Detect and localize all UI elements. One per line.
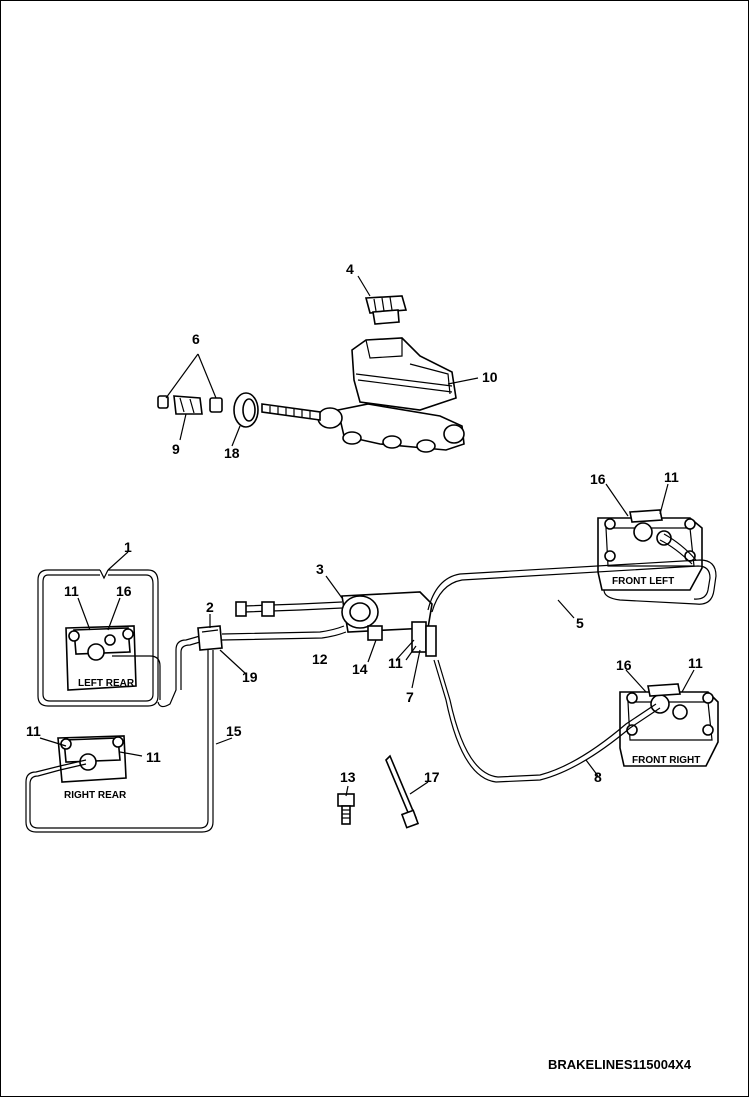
caliper-front-right bbox=[619, 683, 719, 767]
caliper-right-rear bbox=[57, 735, 127, 783]
tee-fitting bbox=[197, 625, 223, 651]
callout-8: 8 bbox=[594, 769, 602, 785]
caption-left-rear: LEFT REAR bbox=[78, 678, 135, 689]
callout-16-left-rear: 16 bbox=[116, 583, 132, 599]
master-cylinder bbox=[261, 295, 465, 453]
callout-6: 6 bbox=[192, 331, 200, 347]
clevis bbox=[157, 395, 223, 415]
callout-18: 18 bbox=[224, 445, 240, 461]
leader-lines bbox=[39, 275, 695, 797]
brake-line-1 bbox=[37, 569, 159, 707]
callout-11-right-rear: 11 bbox=[26, 723, 41, 739]
caption-right-rear: RIGHT REAR bbox=[64, 790, 127, 801]
callout-3: 3 bbox=[316, 561, 324, 577]
callout-1: 1 bbox=[124, 539, 132, 555]
caption-front-right: FRONT RIGHT bbox=[632, 755, 700, 766]
proportioning-valve bbox=[341, 591, 437, 657]
brake-line-5 bbox=[427, 559, 717, 611]
callout-11-front-left: 11 bbox=[664, 469, 679, 485]
callout-4: 4 bbox=[346, 261, 354, 277]
callout-11-mid: 11 bbox=[388, 655, 403, 671]
callout-2: 2 bbox=[206, 599, 214, 615]
brake-line-12 bbox=[221, 625, 345, 635]
callout-13: 13 bbox=[340, 769, 356, 785]
caliper-front-left bbox=[597, 509, 703, 591]
dust-boot bbox=[233, 392, 259, 428]
callout-11-front-right: 11 bbox=[688, 655, 703, 671]
callout-11-right-rear-2: 11 bbox=[146, 749, 161, 765]
callout-17: 17 bbox=[424, 769, 440, 785]
callout-11-left-rear: 11 bbox=[64, 583, 79, 599]
reservoir-cap bbox=[364, 295, 408, 325]
callout-16-front-right: 16 bbox=[616, 657, 632, 673]
banjo-bolt bbox=[337, 793, 355, 825]
bolt bbox=[385, 754, 420, 829]
caliper-left-rear bbox=[65, 625, 137, 691]
brake-line-8 bbox=[433, 659, 661, 783]
callout-16-front-left: 16 bbox=[590, 471, 606, 487]
callout-12: 12 bbox=[312, 651, 328, 667]
callout-15: 15 bbox=[226, 723, 242, 739]
callout-9: 9 bbox=[172, 441, 180, 457]
callout-7: 7 bbox=[406, 689, 414, 705]
callout-19: 19 bbox=[242, 669, 258, 685]
callout-10: 10 bbox=[482, 369, 498, 385]
callout-14: 14 bbox=[352, 661, 368, 677]
diagram-code: BRAKELINES115004X4 bbox=[548, 1057, 692, 1072]
caption-front-left: FRONT LEFT bbox=[612, 576, 674, 587]
brake-line-15 bbox=[29, 650, 209, 829]
callout-5: 5 bbox=[576, 615, 584, 631]
